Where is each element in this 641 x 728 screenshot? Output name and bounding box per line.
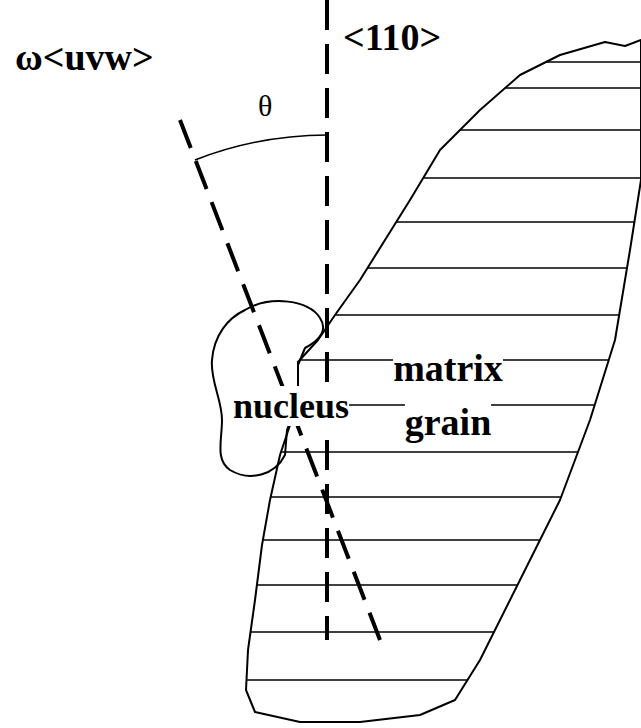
direction-label: ω<uvw> <box>15 34 154 80</box>
angle-arc <box>195 135 327 160</box>
grain-region: matrix grain <box>240 35 641 727</box>
angle-label: θ <box>258 88 272 124</box>
region-label: nucleus <box>233 385 349 427</box>
label-anchor: ω<uvw> <box>15 34 154 80</box>
label-anchor: <110> <box>343 14 441 60</box>
region-label: matrix grain <box>373 341 523 449</box>
nucleus-region: nucleus <box>208 293 355 485</box>
label-anchor: θ <box>258 88 272 124</box>
direction-label: <110> <box>343 14 441 60</box>
axis-110 <box>325 0 329 640</box>
axis-uvw <box>180 120 380 640</box>
